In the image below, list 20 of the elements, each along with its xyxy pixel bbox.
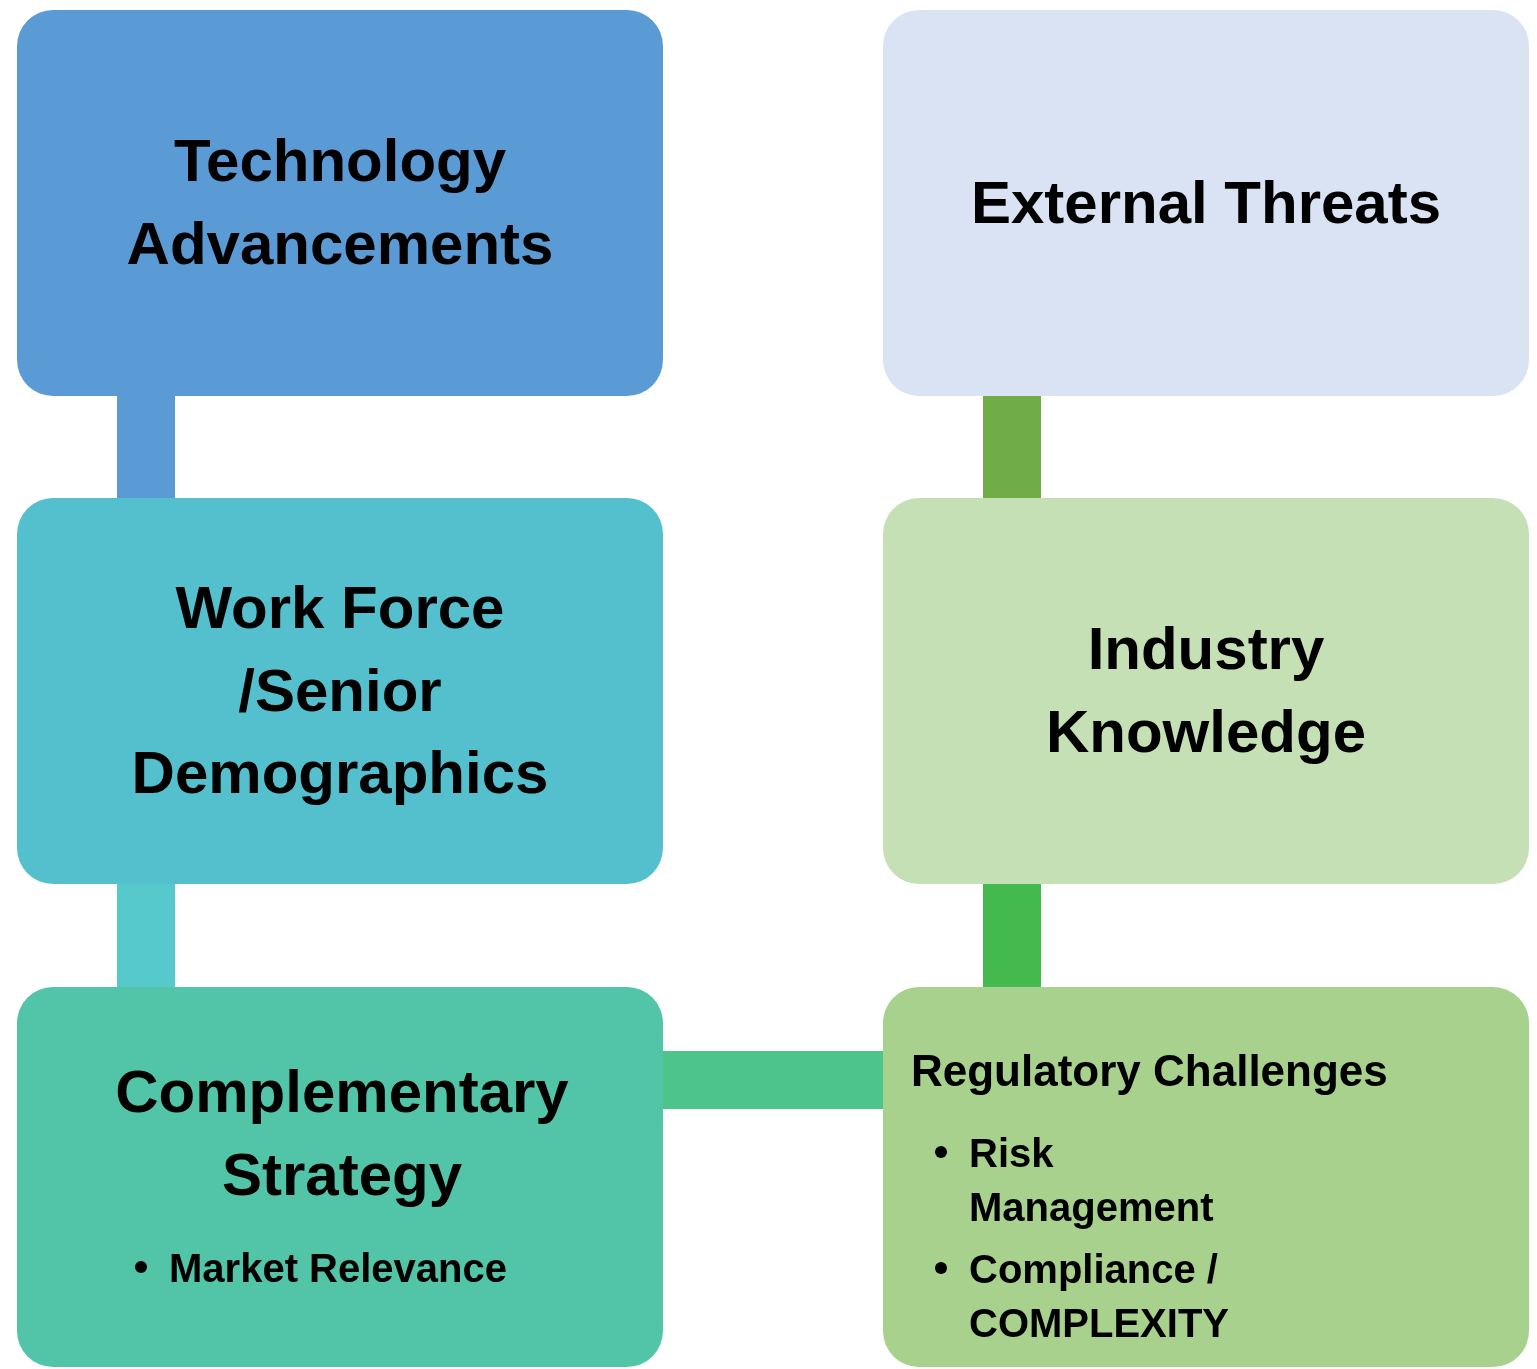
- rounded-box: [883, 10, 1529, 396]
- connector-bar: [117, 396, 175, 498]
- bullet-text: Compliance / COMPLEXITY: [969, 1245, 1231, 1347]
- connector-bar: [983, 396, 1041, 498]
- bullet-text: Market Relevance: [169, 1244, 507, 1292]
- rounded-box: [17, 498, 663, 884]
- rounded-box: [17, 987, 663, 1367]
- box-heading: Technology Advancements: [125, 126, 555, 279]
- rounded-box: [17, 10, 663, 396]
- rounded-box: [883, 498, 1529, 884]
- box-heading: Regulatory Challenges: [911, 1045, 1388, 1097]
- rounded-box: [883, 987, 1529, 1367]
- connector-bar: [663, 1051, 883, 1109]
- connector-bar: [983, 884, 1041, 987]
- box-heading: Work Force /Senior Demographics: [130, 572, 550, 809]
- box-heading: External Threats: [970, 167, 1442, 238]
- box-heading: Complementary Strategy: [114, 1057, 570, 1210]
- connector-bar: [117, 884, 175, 987]
- box-heading: Industry Knowledge: [1045, 614, 1367, 767]
- bullet-text: Risk Management: [969, 1129, 1215, 1231]
